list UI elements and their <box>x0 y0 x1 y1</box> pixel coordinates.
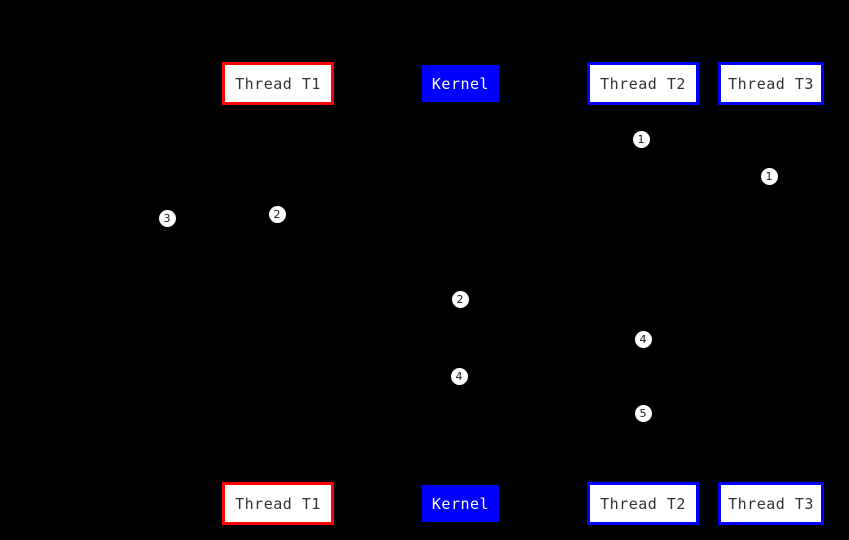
participant-label: Thread T1 <box>235 74 321 93</box>
participant-label: Thread T2 <box>600 494 686 513</box>
marker-t2-4: 4 <box>634 330 652 348</box>
marker-t2-5: 5 <box>634 404 652 422</box>
marker-t1-2: 2 <box>268 205 286 223</box>
marker-left-3: 3 <box>158 209 176 227</box>
participant-label: Kernel <box>431 494 490 513</box>
participant-thread-t2-bottom[interactable]: Thread T2 <box>587 482 699 525</box>
marker-kernel-4: 4 <box>450 367 468 385</box>
participant-label: Thread T3 <box>728 74 814 93</box>
participant-thread-t3-bottom[interactable]: Thread T3 <box>718 482 824 525</box>
participant-label: Thread T1 <box>235 494 321 513</box>
lifeline-thread-t1 <box>278 105 279 482</box>
participant-label: Kernel <box>431 74 490 93</box>
participant-kernel-bottom[interactable]: Kernel <box>422 485 499 522</box>
marker-kernel-2: 2 <box>451 290 469 308</box>
participant-kernel-top[interactable]: Kernel <box>422 65 499 102</box>
participant-label: Thread T3 <box>728 494 814 513</box>
marker-t3-1: 1 <box>760 167 778 185</box>
marker-t2-1: 1 <box>632 130 650 148</box>
participant-thread-t1-top[interactable]: Thread T1 <box>222 62 334 105</box>
participant-thread-t1-bottom[interactable]: Thread T1 <box>222 482 334 525</box>
participant-thread-t2-top[interactable]: Thread T2 <box>587 62 699 105</box>
participant-thread-t3-top[interactable]: Thread T3 <box>718 62 824 105</box>
participant-label: Thread T2 <box>600 74 686 93</box>
lifeline-thread-t3 <box>771 105 772 482</box>
lifeline-thread-t2 <box>643 105 644 482</box>
